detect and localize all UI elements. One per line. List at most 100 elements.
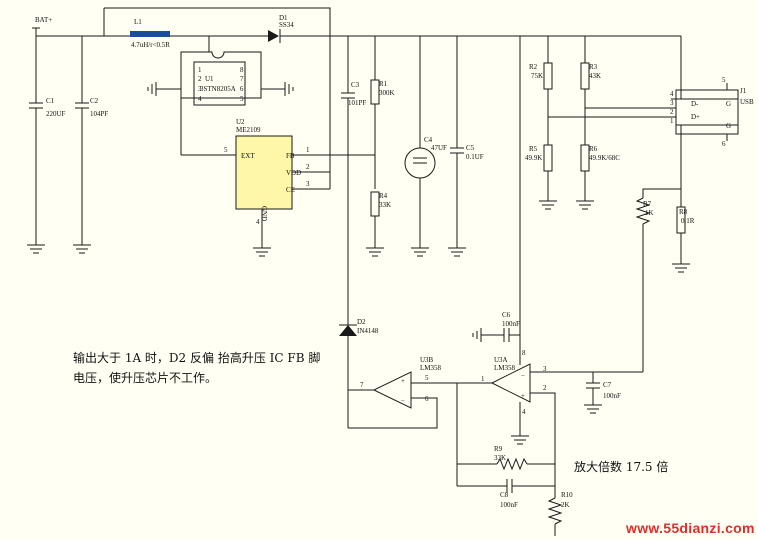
c1-label: C1 <box>46 97 55 105</box>
inductor-l1: L1 4.7uH/r<0.5R <box>130 18 268 49</box>
resistor-r8: R8 0.1R <box>676 189 695 264</box>
resistor-r6: R6 49.9K/68C <box>580 144 620 201</box>
svg-text:G: G <box>726 122 731 130</box>
svg-text:−: − <box>401 397 405 405</box>
svg-text:C4: C4 <box>424 136 433 144</box>
chip-u1: 1 2 3 4 8 7 6 5 U1 3STN8205A <box>147 36 294 155</box>
svg-text:100nF: 100nF <box>502 320 520 328</box>
usb-connector-j1: 4 3 2 1 D- D+ G G J1 USB 5 6 <box>670 36 754 189</box>
svg-text:5: 5 <box>722 76 726 84</box>
note-gain: 放大倍数 17.5 倍 <box>574 460 669 474</box>
svg-text:4: 4 <box>670 90 674 98</box>
svg-text:USB: USB <box>740 98 754 106</box>
svg-text:D+: D+ <box>691 113 700 121</box>
svg-text:100nF: 100nF <box>603 392 621 400</box>
c2-value: 104PF <box>90 110 108 118</box>
ground-symbol <box>73 244 91 254</box>
resistor-r1: R1 300K <box>370 36 395 189</box>
ground-symbol <box>448 247 466 257</box>
u2-value: ME2109 <box>236 126 261 134</box>
svg-text:1K: 1K <box>645 209 654 217</box>
resistor-r2: R2 75K <box>529 36 553 145</box>
resistor-r10: R10 2K <box>547 464 573 536</box>
svg-text:8: 8 <box>522 349 526 357</box>
svg-text:4: 4 <box>198 95 202 103</box>
svg-text:1: 1 <box>198 66 202 74</box>
svg-text:C6: C6 <box>502 311 511 319</box>
svg-text:1: 1 <box>670 117 674 125</box>
svg-text:7: 7 <box>240 75 244 83</box>
svg-text:LM358: LM358 <box>494 364 516 372</box>
d1-value: SS34 <box>279 21 294 29</box>
svg-text:49.9K/68C: 49.9K/68C <box>589 154 620 162</box>
u1-value: 3STN8205A <box>200 85 236 93</box>
svg-text:C7: C7 <box>603 381 612 389</box>
resistor-r4: R4 33K <box>370 191 391 248</box>
ground-symbol <box>411 247 429 257</box>
note-d2-description: 输出大于 1A 时，D2 反偏 抬高升压 IC FB 脚 电压，使升压芯片不工作… <box>73 351 321 385</box>
svg-text:2: 2 <box>306 163 310 171</box>
svg-text:3: 3 <box>670 99 674 107</box>
resistor-r5: R5 49.9K <box>525 144 553 201</box>
opamp-u3a: − + U3A LM358 1 3 2 8 4 <box>481 349 643 464</box>
svg-text:J1: J1 <box>740 87 747 95</box>
capacitor-c8: C8 100nF <box>457 479 555 509</box>
d1-label: D1 <box>279 14 288 22</box>
svg-text:75K: 75K <box>531 72 543 80</box>
svg-text:−: − <box>521 372 525 380</box>
svg-text:R7: R7 <box>643 200 652 208</box>
diode-d1: D1 SS34 <box>268 14 681 43</box>
svg-text:4: 4 <box>256 218 260 226</box>
svg-text:C8: C8 <box>500 491 509 499</box>
ground-symbols <box>27 200 690 414</box>
svg-text:U3A: U3A <box>494 356 508 364</box>
ground-symbol <box>366 247 384 257</box>
svg-text:GND: GND <box>260 206 268 221</box>
svg-text:CE: CE <box>286 186 295 194</box>
resistor-r7: R7 1K <box>635 188 681 372</box>
svg-text:43K: 43K <box>589 72 601 80</box>
ground-symbol <box>539 200 557 210</box>
l1-value: 4.7uH/r<0.5R <box>131 41 170 49</box>
svg-text:+: + <box>521 392 525 400</box>
u1-label: U1 <box>205 75 214 83</box>
svg-text:C3: C3 <box>351 81 360 89</box>
svg-text:47UF: 47UF <box>431 144 447 152</box>
svg-text:100nF: 100nF <box>500 501 518 509</box>
svg-text:IN4148: IN4148 <box>357 327 379 335</box>
capacitor-c7: C7 100nF <box>586 372 621 405</box>
svg-text:R6: R6 <box>589 145 598 153</box>
svg-text:6: 6 <box>722 140 726 148</box>
ground-symbol <box>27 244 45 254</box>
svg-text:5: 5 <box>224 146 228 154</box>
svg-text:6: 6 <box>240 85 244 93</box>
capacitor-c6: C6 100nF <box>472 311 520 342</box>
svg-text:33K: 33K <box>379 201 391 209</box>
svg-text:1: 1 <box>481 375 485 383</box>
svg-text:101PF: 101PF <box>348 99 366 107</box>
svg-text:5: 5 <box>240 95 244 103</box>
svg-text:U3B: U3B <box>420 356 434 364</box>
svg-text:2: 2 <box>670 108 674 116</box>
resistor-r9: R9 33K <box>457 445 555 471</box>
svg-text:+: + <box>401 377 405 385</box>
svg-text:LM358: LM358 <box>420 364 442 372</box>
svg-text:R3: R3 <box>589 63 598 71</box>
svg-text:2: 2 <box>543 384 547 392</box>
svg-text:D-: D- <box>691 100 699 108</box>
c1-value: 220UF <box>46 110 66 118</box>
svg-text:R4: R4 <box>379 192 388 200</box>
svg-text:D2: D2 <box>357 318 366 326</box>
svg-text:R5: R5 <box>529 145 538 153</box>
capacitor-c4: C4 47UF <box>404 36 447 248</box>
l1-label: L1 <box>134 18 142 26</box>
svg-text:C5: C5 <box>466 144 475 152</box>
capacitor-c1: C1 220UF <box>29 36 66 245</box>
ground-symbol <box>253 247 271 257</box>
ground-symbol <box>672 263 690 273</box>
svg-text:R8: R8 <box>679 208 688 216</box>
svg-text:33K: 33K <box>494 454 506 462</box>
svg-text:4: 4 <box>522 408 526 416</box>
